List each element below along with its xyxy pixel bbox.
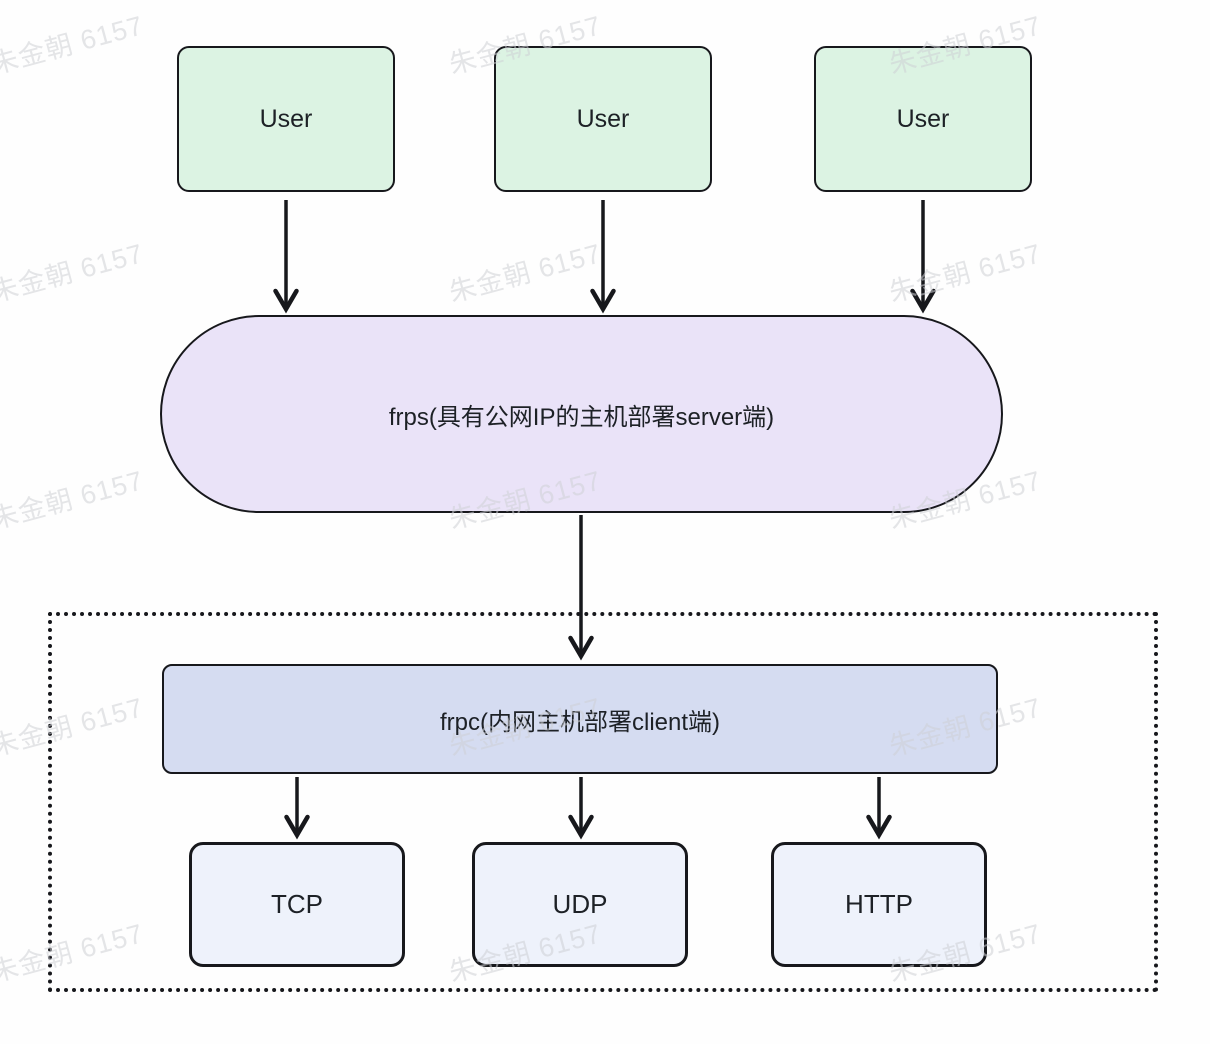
protocol-http-label: HTTP xyxy=(845,889,913,919)
protocol-node-tcp: TCP xyxy=(189,842,405,967)
user-node-3-label: User xyxy=(896,104,950,133)
user-node-2-label: User xyxy=(576,104,630,133)
frps-server-label: frps(具有公网IP的主机部署server端) xyxy=(388,403,775,431)
user-node-3: User xyxy=(814,46,1032,192)
protocol-tcp-label: TCP xyxy=(271,889,323,919)
user-node-1: User xyxy=(177,46,395,192)
frps-server-node: frps(具有公网IP的主机部署server端) xyxy=(160,315,1003,513)
internal-network-boundary xyxy=(48,612,1158,992)
protocol-node-http: HTTP xyxy=(771,842,987,967)
frpc-client-node: frpc(内网主机部署client端) xyxy=(162,664,998,774)
user-node-1-label: User xyxy=(259,104,313,133)
protocol-udp-label: UDP xyxy=(552,889,608,919)
user-node-2: User xyxy=(494,46,712,192)
frpc-client-label: frpc(内网主机部署client端) xyxy=(439,708,721,736)
protocol-node-udp: UDP xyxy=(472,842,688,967)
